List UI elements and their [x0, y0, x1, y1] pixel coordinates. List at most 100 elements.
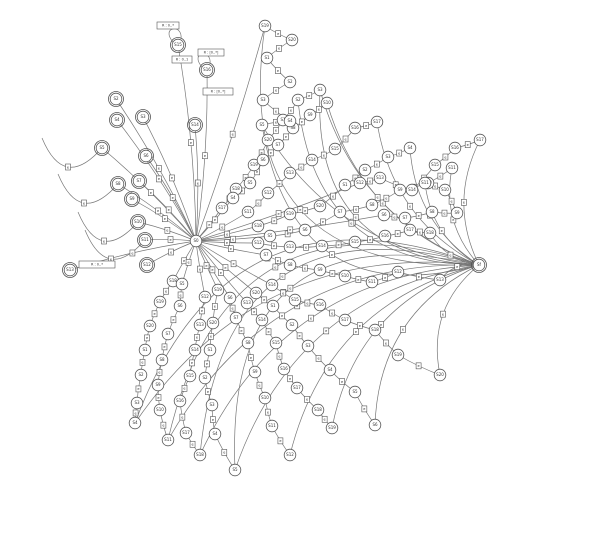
state-node[interactable]: S6	[377, 208, 391, 222]
state-node[interactable]: S7	[333, 205, 347, 219]
state-node[interactable]: S7	[271, 138, 285, 152]
state-node[interactable]: S15	[269, 336, 283, 350]
state-node[interactable]: S12	[261, 186, 275, 200]
state-node[interactable]: S4	[128, 416, 142, 430]
state-node[interactable]: S7	[398, 211, 412, 225]
state-node[interactable]: S18	[251, 219, 265, 233]
state-node[interactable]: S11	[418, 176, 432, 190]
state-node[interactable]: S5	[94, 140, 110, 156]
state-node[interactable]: S5	[243, 176, 257, 190]
state-node[interactable]: S3	[256, 93, 270, 107]
state-node[interactable]: S14	[305, 153, 319, 167]
state-node[interactable]: S19	[211, 283, 225, 297]
state-node[interactable]: S15	[183, 369, 197, 383]
state-node[interactable]: S18	[311, 403, 325, 417]
state-node[interactable]: S3	[301, 339, 315, 353]
state-node[interactable]: S19	[283, 207, 297, 221]
state-node[interactable]: S12	[353, 176, 367, 190]
state-node[interactable]: S2	[108, 91, 124, 107]
state-node[interactable]: S20	[206, 316, 220, 330]
state-node[interactable]: S1	[203, 343, 217, 357]
state-node[interactable]: S20	[143, 319, 157, 333]
state-node[interactable]: S4	[283, 114, 297, 128]
state-node[interactable]: S1	[138, 343, 152, 357]
state-node[interactable]: S9	[248, 365, 262, 379]
state-node[interactable]: S8	[283, 258, 297, 272]
state-node[interactable]: S17	[473, 133, 487, 147]
state-node[interactable]: S13	[373, 171, 387, 185]
state-node[interactable]: S8	[425, 205, 439, 219]
state-node[interactable]: S10	[258, 391, 272, 405]
state-node[interactable]: S13	[283, 240, 297, 254]
state-node[interactable]: S5	[228, 463, 242, 477]
state-node[interactable]: S3	[135, 109, 151, 125]
state-node[interactable]: S11	[445, 161, 459, 175]
state-node[interactable]: S7	[131, 173, 147, 189]
state-node[interactable]: S19	[325, 421, 339, 435]
state-node[interactable]: S16	[348, 121, 362, 135]
state-node[interactable]: S9	[393, 183, 407, 197]
state-node[interactable]: S13	[240, 296, 254, 310]
state-node[interactable]: S20	[249, 286, 263, 300]
state-node[interactable]: S14	[315, 239, 329, 253]
state-node[interactable]: S5	[263, 229, 277, 243]
state-node[interactable]: S10	[320, 96, 334, 110]
state-node[interactable]: S3	[130, 396, 144, 410]
state-node[interactable]: S13	[193, 318, 207, 332]
state-node[interactable]: S17	[403, 223, 417, 237]
state-node[interactable]: S9	[303, 108, 317, 122]
state-node[interactable]: S19	[391, 348, 405, 362]
state-node[interactable]: S15	[348, 235, 362, 249]
state-node[interactable]: S6	[173, 299, 187, 313]
state-node[interactable]: S10	[130, 214, 146, 230]
state-node[interactable]: S12	[139, 257, 155, 273]
state-node[interactable]: S5	[348, 385, 362, 399]
state-node[interactable]: S7	[229, 311, 243, 325]
state-node[interactable]: S6	[223, 291, 237, 305]
state-node[interactable]: S9	[313, 263, 327, 277]
state-node[interactable]: S16	[173, 394, 187, 408]
state-node[interactable]: S2	[291, 93, 305, 107]
state-node[interactable]: S1	[266, 299, 280, 313]
state-node[interactable]: S20	[433, 368, 447, 382]
state-node[interactable]: S11	[137, 232, 153, 248]
state-node[interactable]: S2	[358, 163, 372, 177]
state-node[interactable]: S17	[370, 115, 384, 129]
state-node[interactable]: S1	[260, 51, 274, 65]
state-node[interactable]: S16	[448, 141, 462, 155]
state-node[interactable]: S0	[189, 234, 203, 248]
state-node[interactable]: S15	[328, 142, 342, 156]
state-node[interactable]: S14	[405, 183, 419, 197]
state-node[interactable]: S8	[155, 353, 169, 367]
state-node[interactable]: S14	[255, 313, 269, 327]
state-node[interactable]: S15	[288, 293, 302, 307]
state-node[interactable]: S4	[403, 141, 417, 155]
state-node[interactable]: S13	[433, 273, 447, 287]
state-node[interactable]: S14	[265, 278, 279, 292]
state-node[interactable]: S11	[241, 205, 255, 219]
state-node[interactable]: S2	[134, 368, 148, 382]
state-node[interactable]: S10	[153, 403, 167, 417]
state-node[interactable]: S2	[198, 371, 212, 385]
state-node[interactable]: S2	[283, 75, 297, 89]
state-node[interactable]: S8	[365, 198, 379, 212]
state-node[interactable]: S11	[161, 433, 175, 447]
state-node[interactable]: S3	[313, 83, 327, 97]
state-node[interactable]: S9	[450, 206, 464, 220]
state-node[interactable]: S11	[365, 275, 379, 289]
state-node[interactable]: S19	[258, 19, 272, 33]
state-node[interactable]: S16	[199, 62, 215, 78]
state-node[interactable]: S16	[378, 229, 392, 243]
state-node[interactable]: S5	[175, 277, 189, 291]
state-node[interactable]: S10	[438, 183, 452, 197]
state-node[interactable]: S7	[259, 248, 273, 262]
state-node[interactable]: S15	[170, 37, 186, 53]
state-node[interactable]: S7	[161, 327, 175, 341]
state-node[interactable]: S18	[423, 226, 437, 240]
state-node[interactable]: S16	[277, 362, 291, 376]
state-node[interactable]: S4	[208, 427, 222, 441]
state-node[interactable]: S18	[368, 323, 382, 337]
state-node[interactable]: S6	[256, 153, 270, 167]
state-node[interactable]: S8	[110, 176, 126, 192]
state-node[interactable]: S9	[151, 378, 165, 392]
